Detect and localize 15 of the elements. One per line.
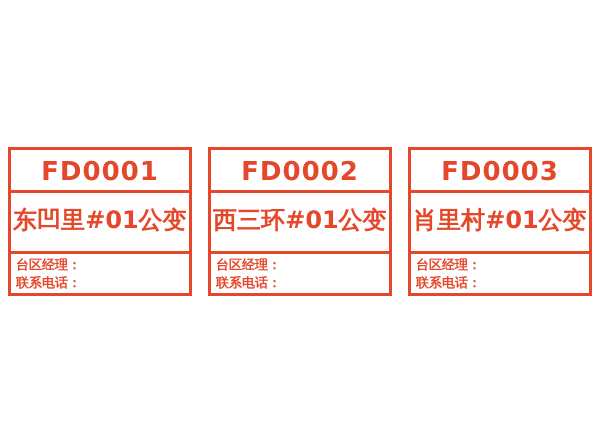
field-label: 台区经理：: [216, 259, 281, 272]
field-label: 联系电话：: [416, 277, 481, 290]
field-label: 联系电话：: [16, 277, 81, 290]
code-number: FD0002: [240, 159, 360, 185]
code-number: FD0003: [440, 159, 560, 185]
station-name: 肖里村#01公变: [412, 208, 588, 232]
station-name: 东凹里#01公变: [12, 208, 188, 232]
code-number: FD0001: [40, 159, 160, 185]
station-name: 西三环#01公变: [212, 208, 388, 232]
label-card: [208, 147, 392, 296]
field-label: 台区经理：: [416, 259, 481, 272]
field-label: 台区经理：: [16, 259, 81, 272]
label-card: [8, 147, 192, 296]
label-card: [408, 147, 592, 296]
field-label: 联系电话：: [216, 277, 281, 290]
